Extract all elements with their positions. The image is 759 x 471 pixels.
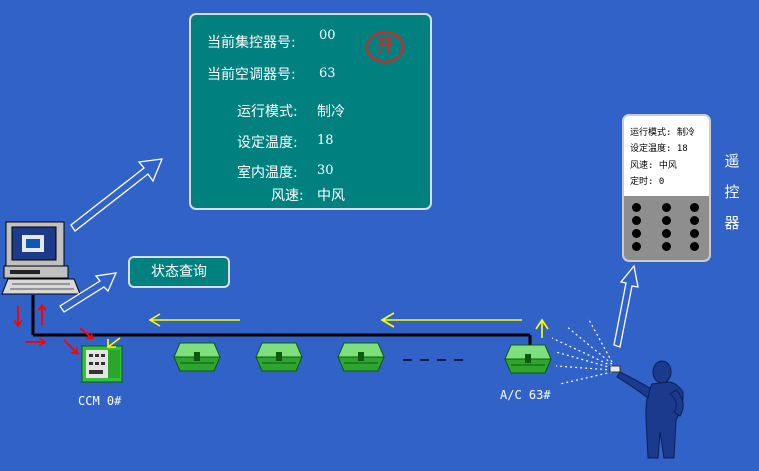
controller-value: 00 [319, 28, 336, 43]
remote-key[interactable] [690, 216, 699, 225]
ir-signal-icon [551, 317, 613, 385]
ccm-controller-icon[interactable] [81, 345, 123, 383]
room-temp-value: 30 [317, 163, 334, 178]
room-temp-label: 室内温度: [237, 165, 298, 181]
person-icon [609, 360, 684, 459]
remote-title-char: 控 [724, 183, 740, 201]
remote-key[interactable] [662, 242, 671, 251]
remote-key[interactable] [690, 203, 699, 212]
ac-units [173, 342, 552, 374]
ac-unit-icon[interactable] [255, 342, 303, 372]
ac-label: 当前空调器号: [207, 67, 296, 83]
ac-unit-icon[interactable] [337, 342, 385, 372]
ac-value: 63 [319, 66, 336, 81]
ac-unit-icon[interactable] [173, 342, 221, 372]
red-arrows [18, 306, 92, 353]
mode-value: 制冷 [317, 104, 345, 120]
yellow-arrows [107, 312, 549, 348]
remote-title-char: 遥 [724, 152, 740, 170]
remote-key[interactable] [632, 203, 641, 212]
remote-key[interactable] [632, 242, 641, 251]
remote-mode-line: 运行模式: 制冷 [630, 128, 695, 138]
controller-label: 当前集控器号: [207, 35, 296, 51]
ccm-label: CCM 0# [78, 394, 122, 408]
remote-key[interactable] [662, 229, 671, 238]
set-temp-value: 18 [317, 133, 334, 148]
ac-unit-63-icon[interactable] [504, 344, 552, 374]
ac-unit-label: A/C 63# [500, 388, 551, 402]
remote-timer-line: 定时: 0 [630, 177, 665, 187]
remote-key[interactable] [662, 203, 671, 212]
fan-label: 风速: [271, 188, 304, 204]
power-on-badge: 开 [366, 31, 404, 63]
remote-key[interactable] [632, 216, 641, 225]
computer-icon [1, 221, 81, 295]
mode-label: 运行模式: [237, 104, 298, 120]
remote-key[interactable] [690, 242, 699, 251]
remote-set-temp-line: 设定温度: 18 [630, 144, 688, 154]
remote-display: 运行模式: 制冷 设定温度: 18 风速: 中风 定时: 0 [624, 116, 709, 196]
remote-fan-line: 风速: 中风 [630, 161, 677, 171]
remote-controller[interactable]: 运行模式: 制冷 设定温度: 18 风速: 中风 定时: 0 [622, 114, 711, 262]
remote-key[interactable] [662, 216, 671, 225]
remote-key[interactable] [632, 229, 641, 238]
status-panel: 当前集控器号: 00 当前空调器号: 63 运行模式: 制冷 设定温度: 18 … [189, 13, 432, 210]
remote-key[interactable] [690, 229, 699, 238]
status-query-button[interactable]: 状态查询 [128, 256, 230, 288]
fan-value: 中风 [317, 188, 345, 204]
remote-title-char: 器 [724, 214, 740, 232]
remote-keypad [624, 196, 709, 260]
hollow-arrows [59, 158, 639, 348]
set-temp-label: 设定温度: [237, 135, 298, 151]
